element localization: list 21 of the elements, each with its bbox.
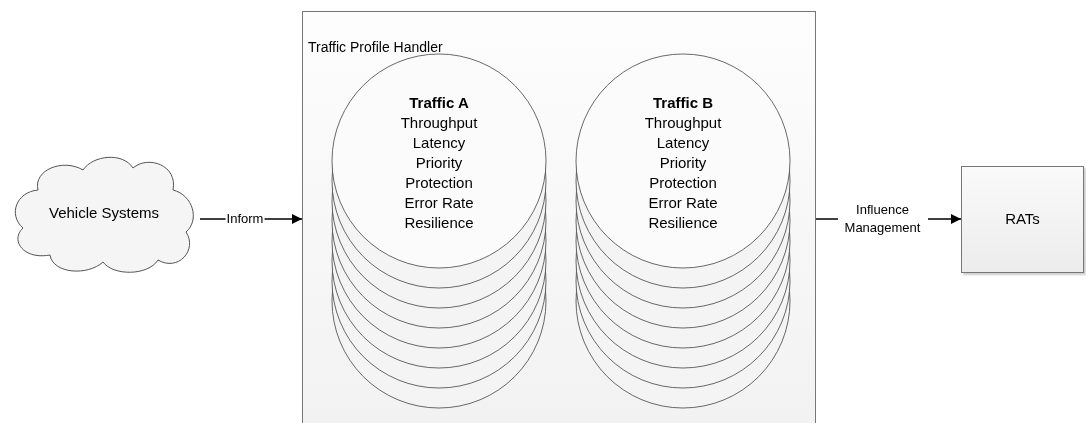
panel-title: Traffic Profile Handler [308, 38, 443, 57]
handler-panel [302, 11, 816, 423]
process-box [961, 166, 1084, 273]
traffic-attribute: Error Rate [648, 193, 718, 213]
traffic-attribute: Throughput [400, 113, 478, 133]
traffic-attribute: Latency [656, 133, 710, 153]
traffic-attribute: Throughput [644, 113, 722, 133]
traffic-heading: Traffic A [409, 93, 469, 113]
traffic-attribute: Error Rate [404, 193, 474, 213]
stacked-circle-node [331, 53, 547, 409]
box-label: RATs [1005, 209, 1040, 230]
traffic-attribute: Priority [659, 153, 707, 173]
traffic-heading: Traffic B [653, 93, 713, 113]
traffic-attribute: Protection [405, 173, 473, 193]
traffic-attribute: Latency [412, 133, 466, 153]
traffic-attribute: Protection [649, 173, 717, 193]
traffic-attribute: Priority [415, 153, 463, 173]
traffic-attribute: Resilience [648, 213, 718, 233]
cloud-label: Vehicle Systems [48, 202, 159, 223]
stacked-circle-node [575, 53, 791, 409]
traffic-attribute: Resilience [404, 213, 474, 233]
